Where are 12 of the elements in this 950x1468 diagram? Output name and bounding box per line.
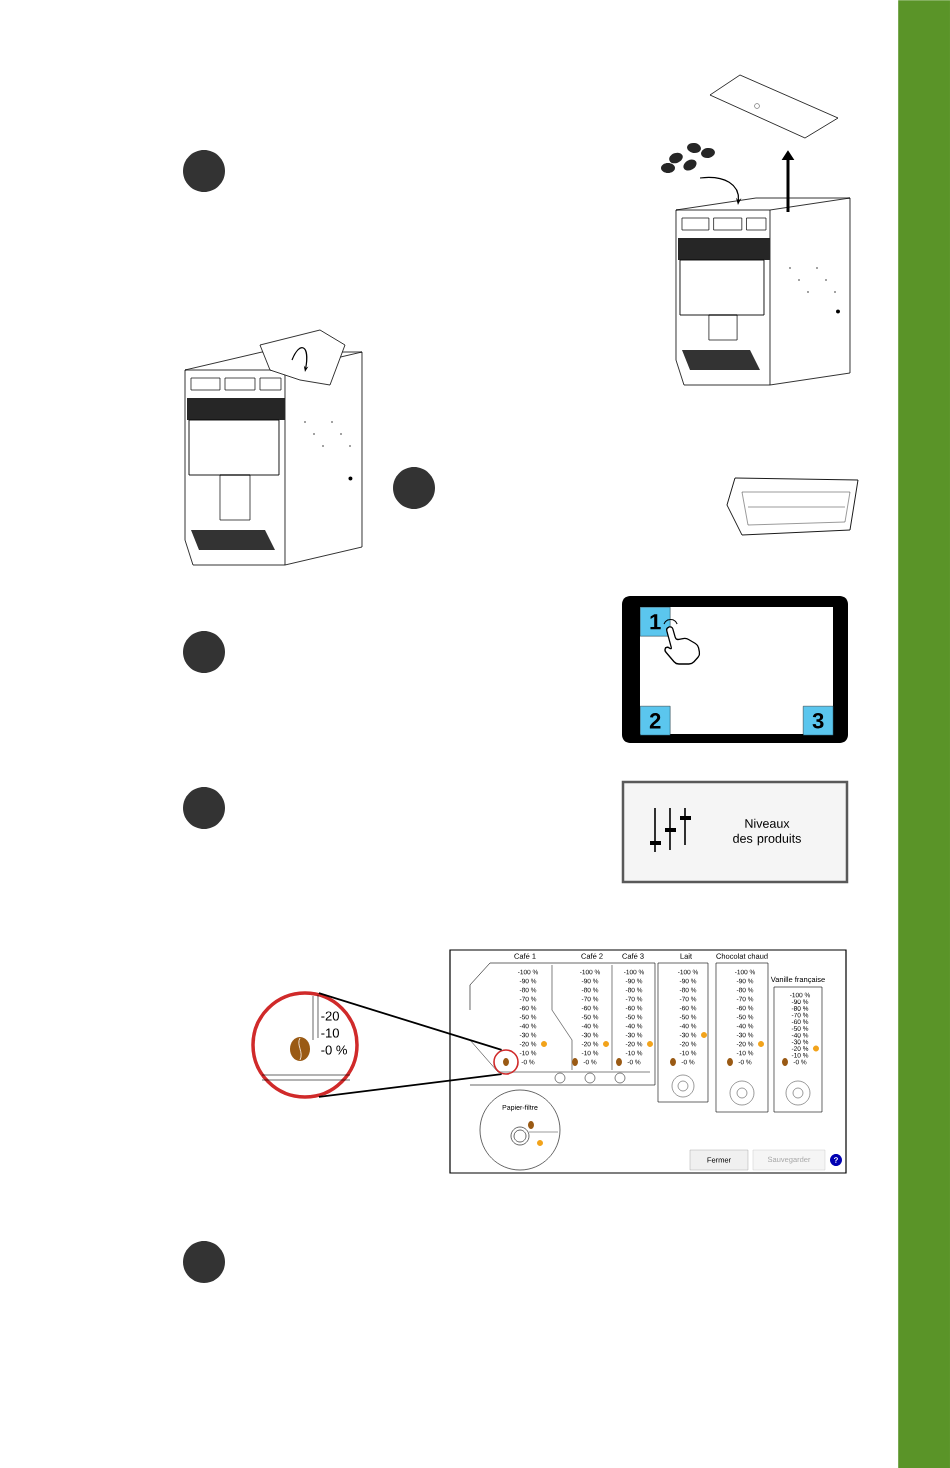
side-bar <box>898 0 950 1468</box>
touch-zone: 2 <box>640 706 671 736</box>
leader-line <box>318 992 503 1051</box>
leader-line <box>318 1073 503 1098</box>
level-mark: -20 <box>321 1011 339 1021</box>
menu-button: Niveaux des produits <box>621 780 849 884</box>
highlight-circle <box>493 1049 519 1075</box>
touch-zone: 3 <box>803 706 834 736</box>
magnifier-circle <box>251 991 359 1099</box>
touch-zone: 1 <box>640 607 671 637</box>
level-mark: -10 <box>321 1028 339 1038</box>
level-mark: -0 % <box>321 1045 347 1055</box>
